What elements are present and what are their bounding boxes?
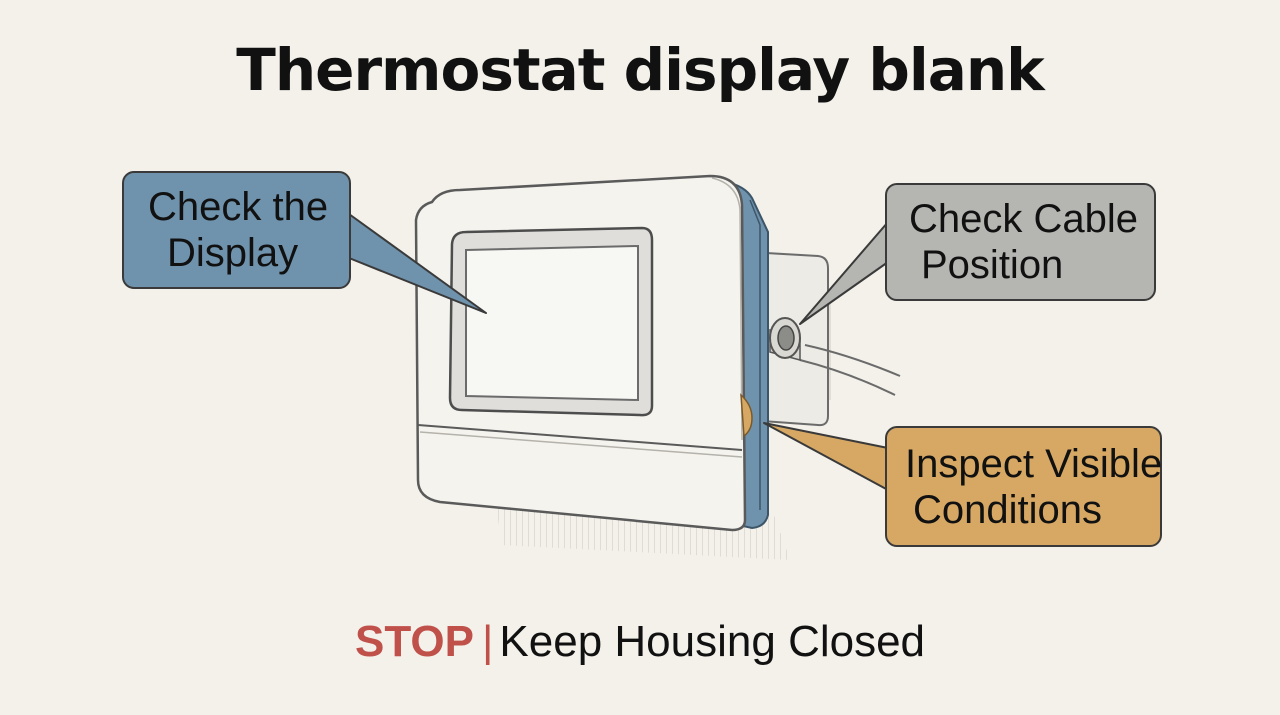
footer-warning: STOP|Keep Housing Closed: [0, 612, 1280, 672]
callout-check-display: Check the Display: [122, 171, 351, 289]
callout-check-cable: Check Cable Position: [885, 183, 1156, 301]
callout-cable-line1: Check Cable: [909, 197, 1139, 241]
footer-message: Keep Housing Closed: [499, 617, 926, 666]
callout-display-line2: Display: [167, 231, 299, 275]
footer-separator: |: [481, 617, 494, 666]
stop-label: STOP: [354, 617, 474, 666]
cable-grommet: [769, 317, 801, 359]
callout-inspect-line1: Inspect Visible: [905, 441, 1163, 486]
callout-cable-line2: Position: [921, 243, 1064, 287]
callout-inspect-conditions: Inspect Visible Conditions: [885, 426, 1162, 547]
device-screen: [448, 226, 654, 417]
callout-display-line1: Check the: [148, 185, 329, 229]
pointer-inspect: [763, 422, 889, 491]
callout-inspect-line2: Conditions: [913, 487, 1103, 532]
indicator-light: [740, 393, 753, 438]
diagram-title: Thermostat display blank: [236, 36, 1044, 104]
